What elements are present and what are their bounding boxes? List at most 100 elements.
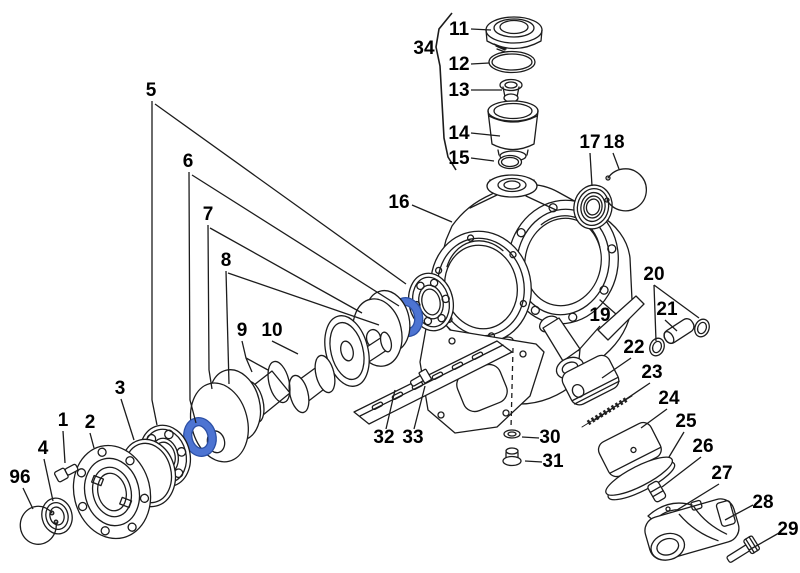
leader-line-33 bbox=[413, 385, 426, 430]
leader-line-4 bbox=[43, 458, 54, 502]
part-label-28: 28 bbox=[752, 492, 773, 513]
small-plug bbox=[647, 480, 667, 503]
part-label-23: 23 bbox=[641, 362, 662, 383]
part-label-25: 25 bbox=[675, 411, 697, 432]
part-label-29: 29 bbox=[777, 519, 798, 540]
part-label-12: 12 bbox=[448, 54, 469, 75]
part-label-21: 21 bbox=[656, 299, 678, 320]
cover-bolt bbox=[53, 463, 79, 483]
bearing-cover-flange bbox=[72, 444, 152, 540]
manifold-bolt bbox=[726, 535, 761, 563]
manifold-housing bbox=[644, 498, 740, 561]
group-bracket-34 bbox=[435, 12, 457, 171]
filler-cap bbox=[485, 16, 543, 53]
leader-line-2 bbox=[89, 432, 95, 449]
retaining-ring bbox=[604, 168, 647, 212]
leader-line-22 bbox=[601, 357, 632, 379]
leader-line-11 bbox=[470, 28, 492, 31]
part-label-96: 96 bbox=[9, 467, 30, 488]
filter-cup bbox=[487, 100, 539, 162]
leader-line-25 bbox=[668, 431, 685, 458]
leader-line-14 bbox=[470, 132, 501, 137]
crankcase-top-port bbox=[486, 174, 538, 198]
leader-line-3 bbox=[120, 398, 135, 441]
part-label-32: 32 bbox=[373, 427, 394, 448]
circlip-96 bbox=[19, 505, 59, 545]
leader-line-5 bbox=[154, 103, 407, 285]
part-label-31: 31 bbox=[542, 451, 564, 472]
leader-line-96 bbox=[22, 487, 34, 510]
piston-guide bbox=[561, 354, 620, 406]
part-label-18: 18 bbox=[603, 132, 624, 153]
pin-o-ring-a bbox=[649, 337, 665, 357]
part-label-13: 13 bbox=[448, 80, 469, 101]
part-label-14: 14 bbox=[448, 123, 470, 144]
con-rod bbox=[539, 315, 585, 380]
leader-line-15 bbox=[470, 157, 495, 162]
wrist-pin bbox=[663, 318, 695, 345]
plunger-disc bbox=[605, 456, 676, 501]
mounting-rail bbox=[353, 340, 513, 425]
leader-line-10 bbox=[271, 340, 299, 355]
leader-line-21 bbox=[664, 319, 678, 332]
mounting-plate bbox=[419, 305, 545, 434]
drain-washer bbox=[503, 429, 521, 439]
leader-line-6 bbox=[188, 171, 197, 424]
part-label-16: 16 bbox=[388, 192, 409, 213]
part-label-4: 4 bbox=[38, 438, 49, 459]
part-label-26: 26 bbox=[692, 436, 713, 457]
part-label-1: 1 bbox=[58, 410, 69, 431]
leader-line-7 bbox=[209, 227, 363, 314]
part-label-24: 24 bbox=[658, 388, 680, 409]
leader-line-31 bbox=[524, 460, 543, 463]
leader-line-30 bbox=[521, 436, 540, 439]
part-label-22: 22 bbox=[623, 337, 644, 358]
part-label-2: 2 bbox=[85, 412, 96, 433]
part-label-3: 3 bbox=[115, 378, 126, 399]
leader-line-32 bbox=[385, 389, 396, 430]
part-label-5: 5 bbox=[146, 80, 157, 101]
leader-line-7 bbox=[207, 224, 213, 390]
part-label-7: 7 bbox=[203, 204, 214, 225]
leader-line-8 bbox=[225, 270, 230, 385]
part-label-19: 19 bbox=[589, 305, 610, 326]
crankcase-strut bbox=[597, 295, 645, 341]
part-label-34: 34 bbox=[413, 38, 435, 59]
eccentric-disc-left bbox=[189, 369, 262, 463]
drain-plug bbox=[502, 447, 522, 467]
parts-layer bbox=[19, 16, 761, 563]
part-label-11: 11 bbox=[449, 19, 470, 40]
leader-line-20 bbox=[653, 284, 700, 319]
leader-line-20 bbox=[653, 284, 657, 342]
leader-line-8 bbox=[227, 272, 380, 326]
part-label-33: 33 bbox=[402, 427, 423, 448]
part-label-6: 6 bbox=[183, 151, 194, 172]
leader-line-29 bbox=[748, 532, 780, 551]
leader-line-23 bbox=[594, 382, 651, 421]
leader-line-5 bbox=[151, 101, 158, 426]
leader-line-27 bbox=[676, 483, 720, 511]
part-label-8: 8 bbox=[221, 250, 232, 271]
crank-centre-disc bbox=[324, 315, 370, 387]
pin-o-ring-b bbox=[694, 318, 710, 338]
leader-line-12 bbox=[470, 62, 490, 65]
cap-o-ring bbox=[488, 50, 536, 74]
cup-o-ring bbox=[497, 154, 523, 170]
part-label-20: 20 bbox=[643, 264, 664, 285]
leader-line-28 bbox=[724, 504, 754, 521]
oil-seal bbox=[41, 497, 73, 535]
leader-line-19 bbox=[577, 325, 601, 352]
leader-lines-layer bbox=[22, 12, 780, 551]
leader-line-18 bbox=[612, 152, 620, 170]
shaft-seal bbox=[573, 184, 613, 230]
part-label-10: 10 bbox=[261, 320, 282, 341]
part-label-15: 15 bbox=[448, 148, 470, 169]
leader-line-17 bbox=[589, 152, 593, 187]
leader-line-26 bbox=[661, 456, 702, 488]
part-label-27: 27 bbox=[711, 463, 732, 484]
leader-line-9 bbox=[245, 357, 269, 371]
leader-line-6 bbox=[191, 174, 400, 307]
